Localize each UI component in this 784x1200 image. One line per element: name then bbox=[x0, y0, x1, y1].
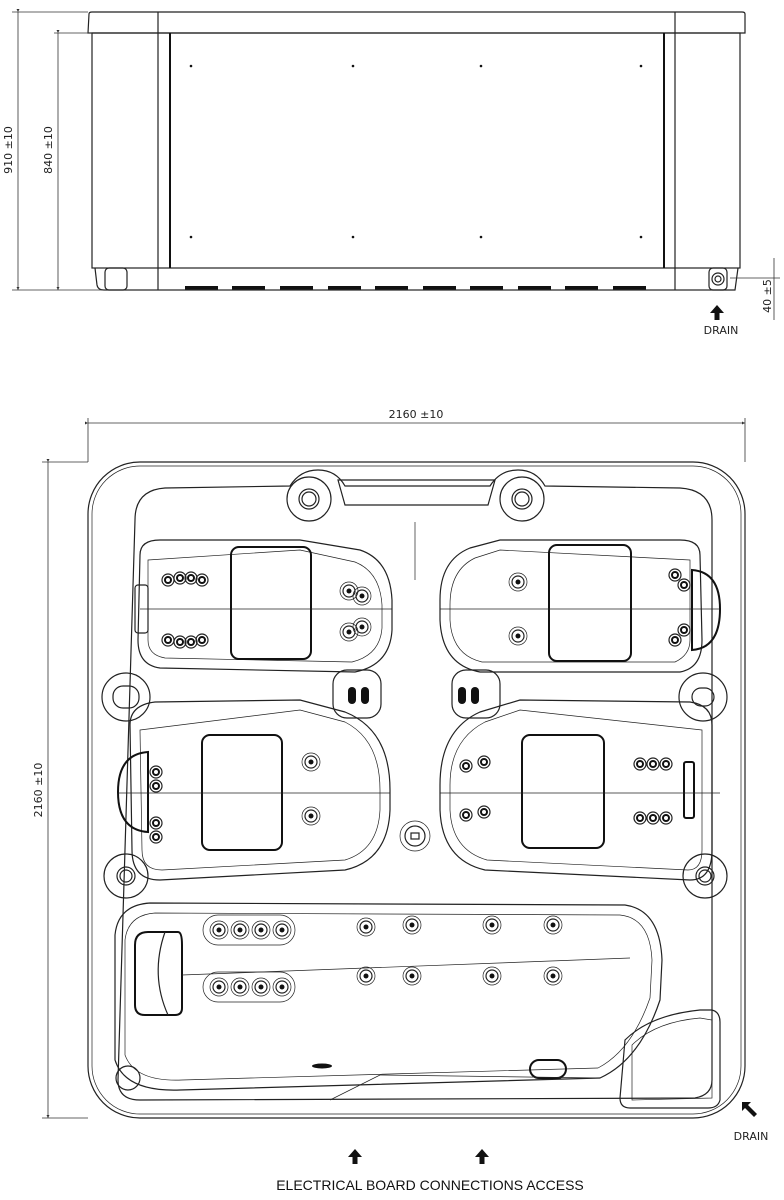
drain-arrow-icon bbox=[742, 1102, 757, 1117]
footwell-jets bbox=[332, 669, 501, 852]
shell-rim bbox=[117, 469, 713, 1101]
tub-outline bbox=[87, 461, 746, 1119]
side-lid bbox=[87, 11, 746, 34]
cup-holder-icon bbox=[678, 672, 728, 722]
base-feet bbox=[185, 286, 646, 290]
cup-holder-icon bbox=[682, 853, 728, 899]
cup-holder-icon bbox=[101, 672, 151, 722]
drain-valve-icon bbox=[708, 267, 728, 291]
side-view: 910 ±10 840 ±10 40 ±5 DRAIN bbox=[2, 8, 780, 337]
electrical-access-arrow-icon bbox=[348, 1149, 362, 1164]
side-drain-label: DRAIN bbox=[704, 324, 739, 337]
top-drain-label: DRAIN bbox=[734, 1130, 769, 1143]
drain-clearance-dimension: 40 ±5 bbox=[761, 279, 774, 313]
step-corner bbox=[619, 1009, 721, 1109]
cup-holder-icon bbox=[286, 476, 332, 522]
seat-bottom-left bbox=[116, 699, 391, 881]
seat-top-right bbox=[439, 539, 722, 673]
top-view: 2160 ±10 2160 ±10 bbox=[32, 408, 768, 1193]
depth-dimension: 2160 ±10 bbox=[32, 763, 45, 818]
top-step bbox=[337, 479, 496, 506]
seat-top-left bbox=[134, 539, 393, 673]
electrical-access-arrow-icon bbox=[475, 1149, 489, 1164]
cup-holder-icon bbox=[103, 853, 149, 899]
lounger bbox=[114, 902, 663, 1101]
height-body-dimension: 840 ±10 bbox=[42, 126, 55, 174]
electrical-access-label: ELECTRICAL BOARD CONNECTIONS ACCESS bbox=[276, 1177, 584, 1193]
seat-bottom-right bbox=[439, 699, 720, 881]
cup-holder-icon bbox=[499, 476, 545, 522]
height-total-dimension: 910 ±10 bbox=[2, 126, 15, 174]
width-dimension: 2160 ±10 bbox=[389, 408, 444, 421]
panel-screws bbox=[189, 64, 643, 239]
side-cabinet bbox=[91, 32, 741, 269]
drain-arrow-icon bbox=[710, 305, 724, 320]
